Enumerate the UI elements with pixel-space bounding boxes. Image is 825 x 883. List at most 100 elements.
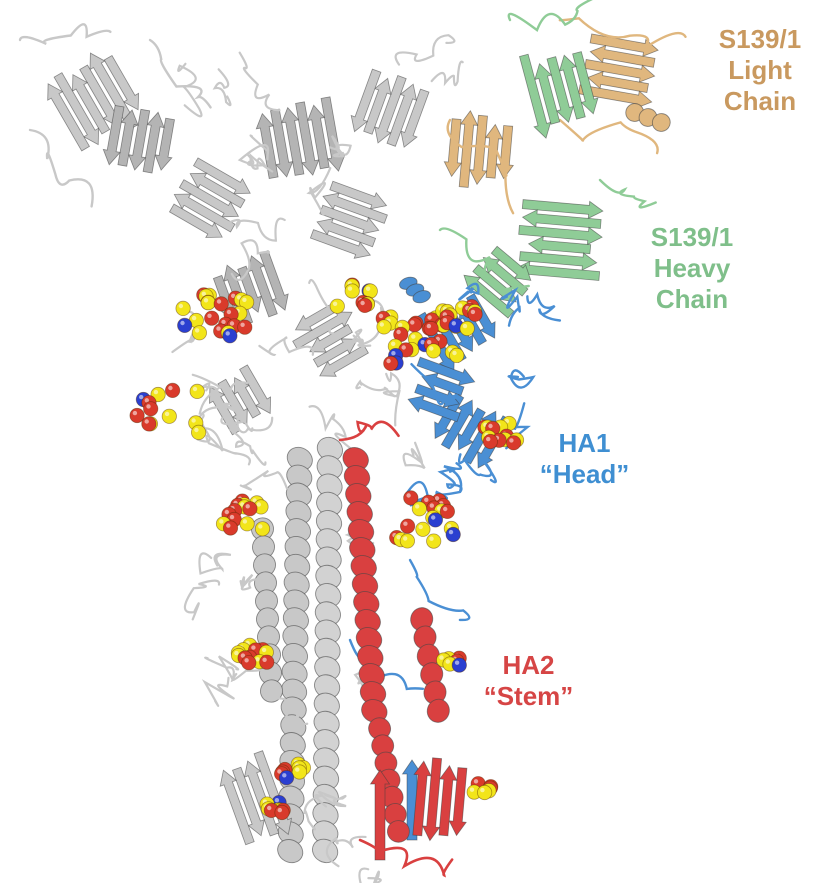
gray-loop [148, 38, 212, 109]
gray-beta-strand [189, 172, 246, 209]
glycan-highlight [365, 286, 371, 291]
light-chain-helix [625, 103, 671, 132]
glycan-highlight [277, 807, 282, 813]
glycan-highlight [486, 436, 491, 442]
gray-beta-strand [295, 101, 320, 176]
ha1-strand [457, 407, 486, 451]
gray-beta-strand [386, 83, 418, 147]
gray-loop [198, 552, 232, 575]
glycan-highlight [403, 536, 408, 541]
glycan-highlight [509, 438, 514, 443]
glycan-highlight [195, 328, 200, 333]
gray-beta-strand [374, 74, 407, 144]
gray-beta-strand [178, 179, 240, 218]
glycan-highlight [424, 497, 429, 502]
gray-beta-strand [192, 157, 251, 195]
gray-beta-strand [309, 229, 372, 259]
gray-beta-strand [312, 338, 359, 368]
glycan-highlight [229, 321, 235, 326]
light-chain-loop [558, 17, 687, 50]
glycan-highlight [439, 655, 444, 660]
glycan-highlight [207, 313, 212, 318]
glycan-highlight [168, 385, 173, 391]
glycan-atom [143, 401, 159, 417]
glycan-highlight [429, 503, 434, 508]
gray-loop [430, 60, 464, 87]
glycan-highlight [240, 322, 245, 327]
glycan-highlight [261, 647, 267, 653]
glycan-highlight [216, 299, 222, 304]
glycan-highlight [224, 509, 229, 515]
gray-beta-strand [319, 344, 369, 377]
glycan-highlight [274, 798, 280, 803]
light-chain-loop [558, 118, 659, 155]
gray-beta-strand [363, 77, 392, 135]
gray-beta-strand [173, 193, 236, 233]
glycan-highlight [386, 358, 391, 364]
glycan-highlight [244, 658, 249, 663]
gray-beta-strand [219, 769, 255, 846]
glycan-atom [445, 526, 461, 543]
gray-loop [308, 278, 340, 335]
gray-beta-strand [350, 68, 382, 133]
gray-loop [201, 382, 254, 433]
glycan-highlight [153, 389, 159, 395]
glycan-atom [476, 784, 493, 801]
glycan-highlight [448, 529, 454, 535]
gray-loop [229, 217, 286, 242]
glycan-highlight [295, 767, 300, 772]
glycan-highlight [420, 340, 425, 345]
gray-loop [348, 328, 365, 347]
glycan-highlight [445, 659, 450, 664]
heavy-chain-label-line3: Chain [655, 284, 729, 314]
gray-loop [308, 404, 355, 452]
glycan-highlight [470, 309, 476, 315]
ha1-label-line1: HA1 [558, 428, 611, 458]
gray-loop [246, 152, 274, 173]
gray-beta-strand [154, 117, 175, 171]
heavy-chain-loop [598, 178, 657, 209]
gray-beta-strand [102, 105, 125, 166]
ha1-loop [437, 467, 463, 493]
glycan-highlight [431, 515, 436, 520]
gray-beta-strand [142, 111, 165, 174]
heavy-chain-loop [438, 227, 530, 291]
gray-loop [317, 790, 347, 808]
heavy-chain-strand [572, 51, 599, 115]
glycan-highlight [144, 419, 149, 424]
glycan-atom [278, 770, 295, 786]
glycan-cluster [175, 287, 255, 344]
gray-beta-strand [47, 83, 91, 152]
heavy-chain-strand [490, 245, 532, 281]
glycan-highlight [226, 309, 232, 315]
ha2-helix [410, 607, 450, 723]
gray-loop [183, 579, 221, 621]
glycan-highlight [396, 329, 401, 335]
light-chain-label-line1: S139/1 [718, 24, 802, 54]
glycan-atom [254, 521, 271, 537]
glycan-highlight [488, 423, 493, 429]
glycan-atom [189, 383, 205, 399]
glycan-highlight [242, 297, 247, 302]
gray-beta-strand [231, 766, 265, 837]
glycan-atom [239, 516, 255, 532]
glycan-highlight [391, 351, 396, 356]
gray-loop [358, 867, 382, 883]
gray-helix [312, 436, 343, 864]
gray-loop [212, 68, 232, 107]
gray-loop [18, 23, 112, 46]
glycan-highlight [252, 498, 257, 503]
light-chain-strand [458, 110, 479, 188]
glycan-cluster [215, 493, 271, 537]
glycan-atom [376, 319, 392, 335]
glycan-atom [399, 518, 416, 534]
glycan-highlight [379, 322, 384, 327]
glycan-atom [505, 435, 522, 451]
glycan-highlight [429, 346, 434, 351]
glycan-highlight [458, 303, 463, 308]
glycan-highlight [139, 394, 144, 400]
glycan-atom [274, 804, 290, 821]
gray-beta-strand [72, 74, 111, 135]
glycan-highlight [401, 345, 406, 350]
glycan-highlight [201, 291, 206, 296]
